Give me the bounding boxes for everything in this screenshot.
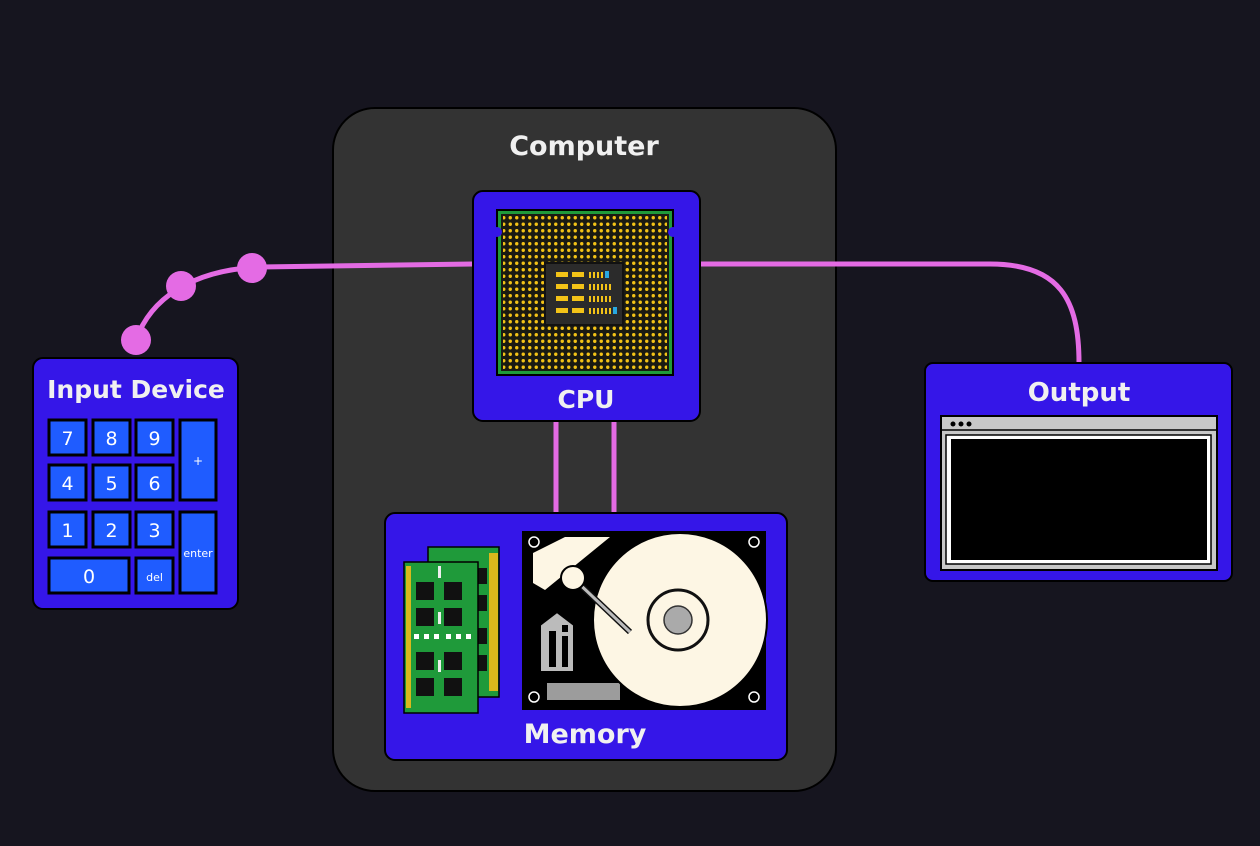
svg-text:7: 7 <box>61 428 73 450</box>
svg-text:enter: enter <box>183 547 213 560</box>
memory-title: Memory <box>524 719 647 750</box>
key-3[interactable]: 3 <box>134 510 175 549</box>
key-4[interactable]: 4 <box>47 463 88 502</box>
svg-text:4: 4 <box>61 473 73 495</box>
svg-text:+: + <box>193 454 203 468</box>
memory-panel: Memory <box>384 512 788 761</box>
svg-text:5: 5 <box>105 473 117 495</box>
cpu-panel: CPU <box>472 190 701 422</box>
key-del[interactable]: del <box>134 556 175 595</box>
key-9[interactable]: 9 <box>134 418 175 457</box>
svg-text:1: 1 <box>61 520 73 542</box>
wire-nodes <box>121 253 267 355</box>
wire-cpu-to-output <box>700 261 1082 364</box>
input-device-panel: Input Device 7 8 9 + 4 <box>32 357 239 610</box>
wire-node <box>166 271 196 301</box>
key-plus[interactable]: + <box>178 418 218 502</box>
monitor-window-icon <box>940 415 1218 571</box>
key-1[interactable]: 1 <box>47 510 88 549</box>
key-6[interactable]: 6 <box>134 463 175 502</box>
svg-text:8: 8 <box>105 428 117 450</box>
svg-text:del: del <box>146 571 163 584</box>
wire-node <box>121 325 151 355</box>
computer-title: Computer <box>509 131 659 162</box>
cpu-chip-icon <box>492 209 678 376</box>
output-title: Output <box>1028 378 1131 408</box>
ram-stick-icon <box>403 546 500 714</box>
cpu-title: CPU <box>558 385 615 414</box>
key-7[interactable]: 7 <box>47 418 88 457</box>
key-2[interactable]: 2 <box>91 510 132 549</box>
output-panel: Output <box>924 362 1233 582</box>
hard-drive-icon <box>522 531 768 710</box>
wire-node <box>237 253 267 283</box>
svg-text:6: 6 <box>148 473 160 495</box>
svg-text:0: 0 <box>83 566 95 588</box>
svg-text:3: 3 <box>148 520 160 542</box>
key-5[interactable]: 5 <box>91 463 132 502</box>
key-enter[interactable]: enter <box>178 510 218 595</box>
key-8[interactable]: 8 <box>91 418 132 457</box>
svg-text:9: 9 <box>148 428 160 450</box>
key-0[interactable]: 0 <box>47 556 131 595</box>
svg-text:2: 2 <box>105 520 117 542</box>
input-device-title: Input Device <box>47 375 225 404</box>
keypad: 7 8 9 + 4 5 6 <box>47 418 218 595</box>
